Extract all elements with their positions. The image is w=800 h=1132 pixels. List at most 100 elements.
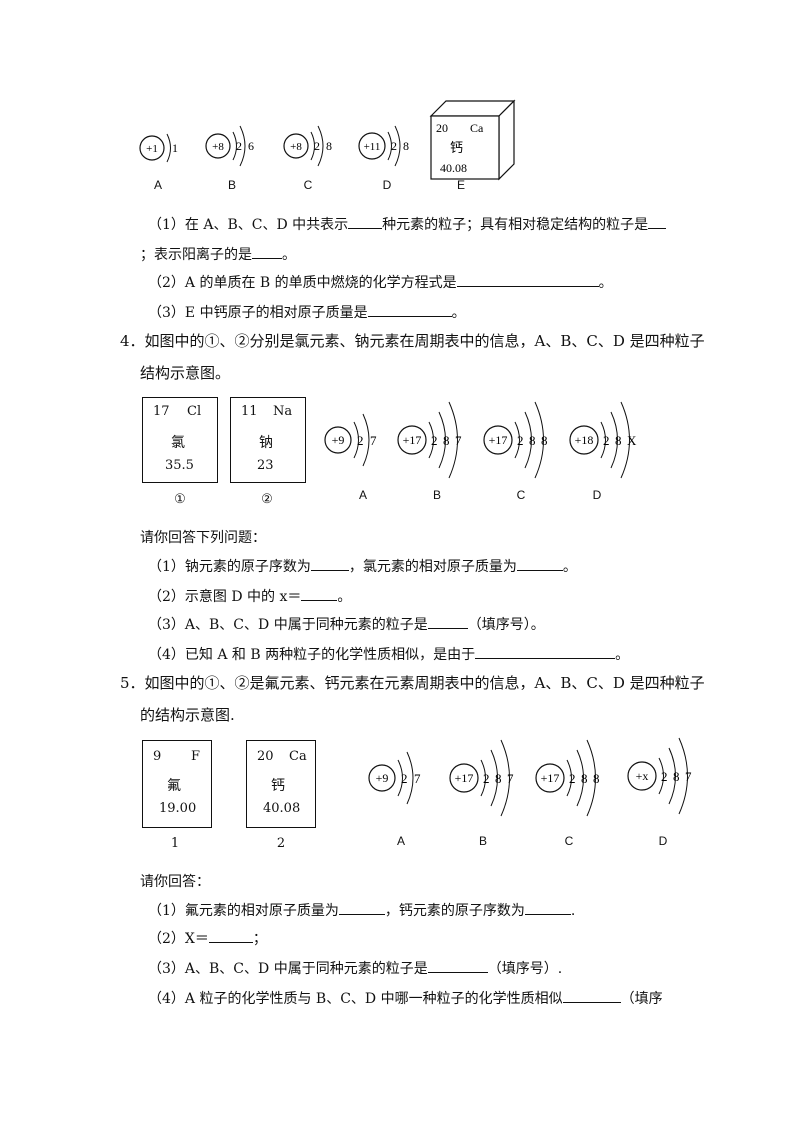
- question-line: （2）示意图 D 中的 x＝。: [148, 586, 351, 607]
- problem-5-stem-cont: 的结构示意图.: [140, 706, 235, 724]
- answer-blank[interactable]: [524, 900, 571, 915]
- svg-text:+9: +9: [332, 433, 345, 447]
- shell-electrons: 8: [403, 139, 409, 153]
- figure-label-A: A: [396, 834, 405, 848]
- element-name: 钙: [450, 140, 463, 155]
- nucleus-charge: +11: [364, 141, 381, 153]
- svg-text:8: 8: [615, 433, 622, 448]
- answer-blank[interactable]: [427, 614, 468, 629]
- element-tile-fluorine: 9 F 氟 19.00: [142, 740, 212, 828]
- atom-diagram-B: +17 2 8 7: [449, 739, 514, 817]
- question-line: （2）A 的单质在 B 的单质中燃烧的化学方程式是。: [148, 272, 613, 293]
- question-line: （2）X＝；: [148, 928, 267, 949]
- tile-caption-2: 2: [276, 836, 286, 851]
- svg-text:7: 7: [685, 769, 692, 784]
- element-tile-calcium: 20 Ca 钙 40.08: [246, 740, 316, 828]
- atomic-number: 20: [436, 121, 448, 135]
- shell-electrons: 2: [236, 139, 242, 153]
- question-line: （1）氟元素的相对原子质量为，钙元素的原子序数为.: [148, 900, 575, 921]
- answer-blank[interactable]: [301, 586, 338, 601]
- answer-blank[interactable]: [475, 644, 616, 659]
- figure-label-B: B: [432, 488, 441, 502]
- svg-text:8: 8: [443, 433, 450, 448]
- svg-text:8: 8: [541, 433, 548, 448]
- answer-blank[interactable]: [427, 958, 488, 973]
- svg-text:+17: +17: [455, 771, 474, 785]
- svg-text:+17: +17: [541, 771, 560, 785]
- answer-blank[interactable]: [338, 900, 385, 915]
- problem-5-stem: 5．如图中的①、②是氟元素、钙元素在元素周期表中的信息，A、B、C、D 是四种粒…: [120, 674, 705, 692]
- answer-blank[interactable]: [348, 214, 383, 229]
- svg-text:7: 7: [507, 771, 514, 786]
- answer-blank[interactable]: [562, 988, 621, 1003]
- svg-text:+17: +17: [403, 433, 422, 447]
- figure-label-B: B: [478, 834, 487, 848]
- svg-text:7: 7: [455, 433, 462, 448]
- atom-diagram-D: +11 2 8: [358, 125, 409, 167]
- answer-prompt: 请你回答下列问题：: [140, 530, 266, 546]
- answer-blank[interactable]: [252, 244, 282, 259]
- svg-text:8: 8: [581, 771, 588, 786]
- atom-diagram-A: +9 2 7: [324, 413, 377, 467]
- atom-diagram-C: +8 2 8: [283, 125, 332, 167]
- tile-caption-1: 1: [170, 836, 180, 851]
- svg-text:+17: +17: [489, 433, 508, 447]
- figure-label-D: D: [592, 488, 602, 502]
- shell-electrons: 8: [326, 139, 332, 153]
- answer-blank[interactable]: [367, 302, 452, 317]
- answer-blank[interactable]: [648, 214, 667, 229]
- svg-text:2: 2: [401, 771, 408, 786]
- figure-label-C: C: [564, 834, 574, 848]
- nucleus-charge: +8: [212, 141, 224, 153]
- answer-blank[interactable]: [310, 556, 349, 571]
- svg-text:2: 2: [661, 769, 668, 784]
- element-tile-sodium: 11 Na 钠 23: [230, 397, 306, 483]
- atom-diagram-B: +8 2 6: [205, 125, 254, 167]
- question-line: （1）在 A、B、C、D 中共表示种元素的粒子；具有相对稳定结构的粒子是: [148, 214, 667, 235]
- answer-blank[interactable]: [456, 272, 599, 287]
- shell-electrons: 2: [314, 139, 320, 153]
- figure-label-D: D: [658, 834, 668, 848]
- svg-text:+9: +9: [376, 771, 389, 785]
- svg-text:+x: +x: [636, 769, 649, 783]
- atom-diagram-A: +9 2 7: [368, 751, 421, 805]
- atomic-mass: 40.08: [440, 161, 467, 175]
- svg-text:8: 8: [593, 771, 600, 786]
- svg-text:2: 2: [603, 433, 610, 448]
- tile-caption-2: ②: [261, 492, 273, 507]
- svg-text:8: 8: [673, 769, 680, 784]
- question-line: （4）已知 A 和 B 两种粒子的化学性质相似，是由于。: [148, 644, 629, 665]
- svg-text:2: 2: [431, 433, 438, 448]
- nucleus-charge: +8: [290, 141, 302, 153]
- atom-diagram-D: +x 2 8 7: [627, 737, 692, 815]
- shell-electrons: 1: [172, 141, 178, 155]
- figure-label-A: A: [358, 488, 367, 502]
- svg-text:8: 8: [495, 771, 502, 786]
- svg-text:2: 2: [357, 433, 364, 448]
- tile-caption-1: ①: [174, 492, 186, 507]
- svg-text:2: 2: [569, 771, 576, 786]
- shell-electrons: 2: [391, 139, 397, 153]
- figure-label-E: E: [456, 178, 465, 192]
- svg-text:X: X: [627, 433, 637, 448]
- svg-text:+18: +18: [575, 433, 594, 447]
- svg-text:8: 8: [529, 433, 536, 448]
- figure-label-B: B: [227, 178, 236, 192]
- svg-text:7: 7: [370, 433, 377, 448]
- element-cube-E: 20 Ca 钙 40.08: [429, 99, 516, 181]
- nucleus-charge: +1: [146, 143, 158, 155]
- figure-label-D: D: [382, 178, 392, 192]
- figure-label-C: C: [516, 488, 526, 502]
- element-tile-chlorine: 17 Cl 氯 35.5: [142, 397, 218, 483]
- answer-blank[interactable]: [516, 556, 563, 571]
- answer-prompt: 请你回答：: [140, 874, 210, 890]
- shell-electrons: 6: [248, 139, 254, 153]
- atom-diagram-B: +17 2 8 7: [397, 401, 462, 479]
- question-line: （4）A 粒子的化学性质与 B、C、D 中哪一种粒子的化学性质相似（填序: [148, 988, 663, 1009]
- problem-4-stem-cont: 结构示意图。: [140, 364, 231, 382]
- answer-blank[interactable]: [208, 928, 253, 943]
- question-line: （3）A、B、C、D 中属于同种元素的粒子是（填序号）.: [148, 958, 562, 979]
- figure-label-C: C: [303, 178, 313, 192]
- svg-text:2: 2: [517, 433, 524, 448]
- svg-text:7: 7: [414, 771, 421, 786]
